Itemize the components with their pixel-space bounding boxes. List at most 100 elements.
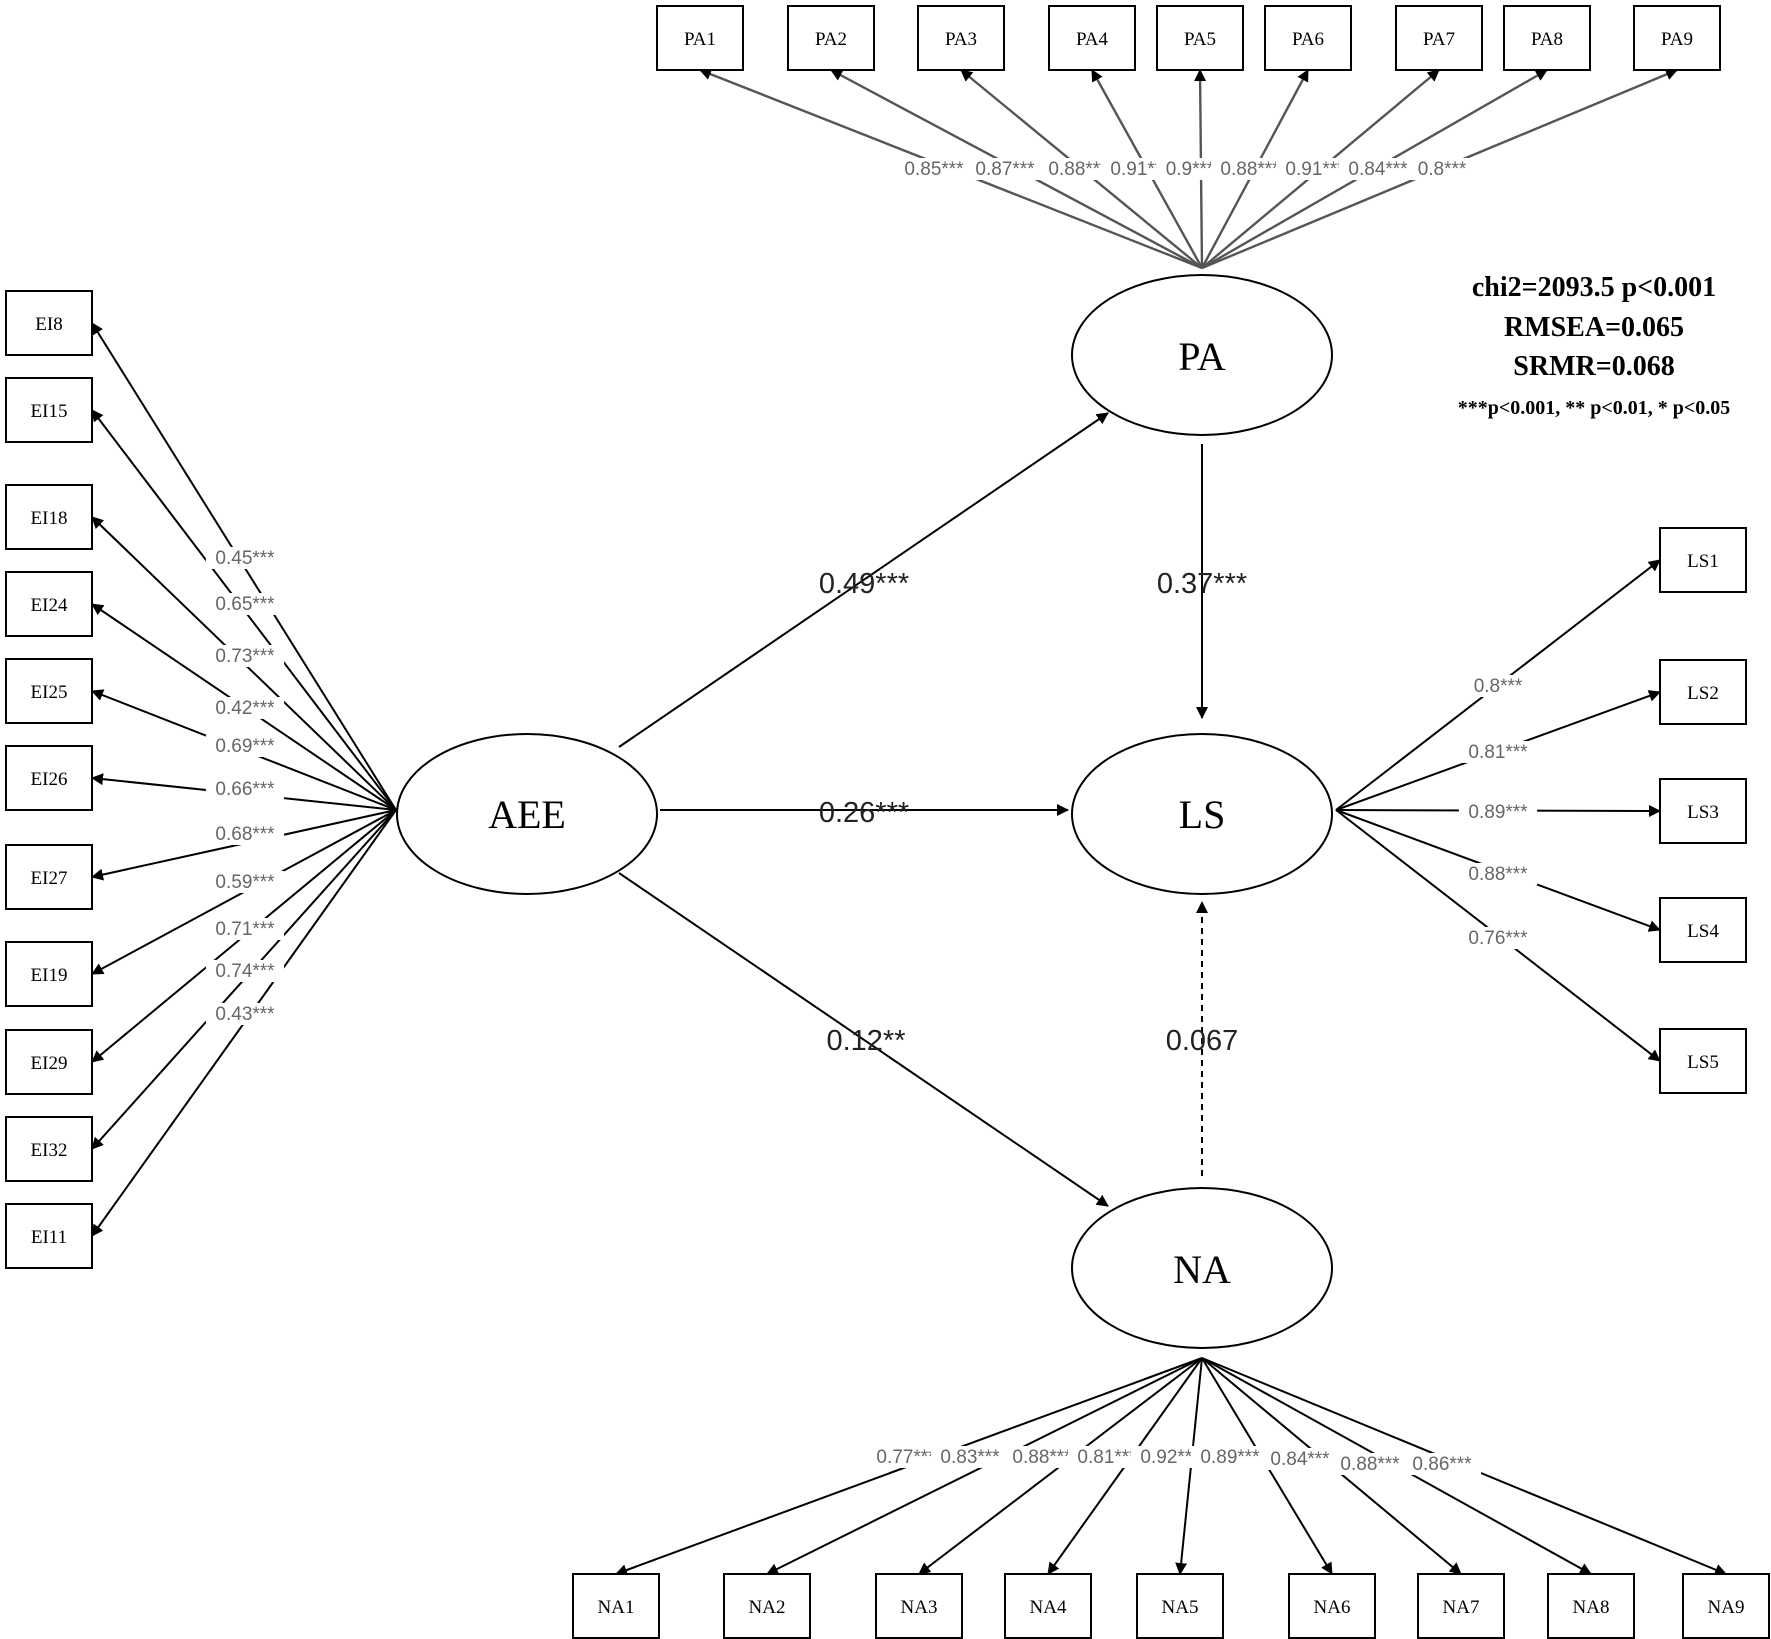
indicator-box-ei11 — [5, 1203, 93, 1269]
loading-label-ei25: 0.69*** — [215, 736, 275, 757]
loading-label-pa1: 0.85*** — [904, 159, 964, 180]
indicator-label-pa9: PA9 — [1661, 29, 1693, 50]
loading-label-bg — [205, 547, 285, 569]
loading-label-bg — [1458, 741, 1538, 763]
loading-label-na6: 0.89*** — [1200, 1447, 1260, 1468]
indicator-label-ei26: EI26 — [31, 769, 68, 790]
indicator-label-na9: NA9 — [1708, 1597, 1745, 1618]
indicator-label-pa3: PA3 — [945, 29, 977, 50]
loading-labels: 0.85***0.87***0.88***0.91***0.9***0.88**… — [205, 158, 1538, 1475]
loading-label-bg — [1190, 1446, 1270, 1468]
indicator-label-na5: NA5 — [1162, 1597, 1199, 1618]
loading-label-bg — [1458, 927, 1538, 949]
indicator-box-ei24 — [5, 571, 93, 637]
path-aee-na — [618, 872, 1109, 1207]
loading-label-ls2: 0.81*** — [1468, 742, 1528, 763]
indicator-box-ei26 — [5, 745, 93, 811]
indicator-box-pa7 — [1395, 5, 1483, 71]
indicator-box-pa3 — [917, 5, 1005, 71]
loading-label-bg — [866, 1446, 946, 1468]
loading-label-bg — [1458, 863, 1538, 885]
indicator-box-na4 — [1004, 1573, 1092, 1639]
loading-label-ls3: 0.89*** — [1468, 802, 1528, 823]
indicator-box-ei15 — [5, 377, 93, 443]
loading-label-bg — [205, 823, 285, 845]
loading-label-bg — [205, 871, 285, 893]
loading-label-bg — [205, 735, 285, 757]
fit-significance-note: ***p<0.001, ** p<0.01, * p<0.05 — [1458, 397, 1731, 419]
indicator-box-pa2 — [787, 5, 875, 71]
loading-label-ei32: 0.74*** — [215, 961, 275, 982]
loading-label-ls5: 0.76*** — [1468, 928, 1528, 949]
indicator-box-na9 — [1682, 1573, 1770, 1639]
indicator-label-na7: NA7 — [1443, 1597, 1480, 1618]
loading-label-ei11: 0.43*** — [215, 1004, 275, 1025]
latent-pa-label: PA — [1178, 334, 1226, 379]
path-label-aee-pa: 0.49*** — [819, 568, 909, 600]
indicator-box-ei25 — [5, 658, 93, 724]
indicator-box-pa8 — [1503, 5, 1591, 71]
indicator-label-na4: NA4 — [1030, 1597, 1067, 1618]
loading-label-bg — [1408, 158, 1476, 180]
loading-label-bg — [205, 1003, 285, 1025]
latent-na-label: NA — [1173, 1247, 1231, 1292]
indicator-box-na5 — [1136, 1573, 1224, 1639]
loading-label-pa7: 0.91*** — [1285, 159, 1345, 180]
loading-label-bg — [894, 158, 974, 180]
path-label-na-ls: 0.067 — [1166, 1025, 1239, 1057]
indicator-label-ei8: EI8 — [35, 314, 62, 335]
indicator-label-ls2: LS2 — [1687, 683, 1719, 704]
indicator-label-ei25: EI25 — [31, 682, 68, 703]
loading-label-bg — [1130, 1446, 1210, 1468]
indicator-label-pa6: PA6 — [1292, 29, 1324, 50]
loading-label-ei15: 0.65*** — [215, 594, 275, 615]
loading-label-bg — [1260, 1448, 1340, 1470]
loading-label-bg — [1038, 158, 1118, 180]
loading-label-bg — [965, 158, 1045, 180]
indicator-label-pa4: PA4 — [1076, 29, 1109, 50]
loading-label-bg — [1210, 158, 1290, 180]
loading-label-na8: 0.88*** — [1340, 1454, 1400, 1475]
loading-label-bg — [205, 645, 285, 667]
indicator-label-ei18: EI18 — [31, 508, 68, 529]
indicator-box-ls1 — [1659, 527, 1747, 593]
loading-label-pa9: 0.8*** — [1418, 159, 1467, 180]
indicator-box-ei18 — [5, 484, 93, 550]
indicator-box-na3 — [875, 1573, 963, 1639]
indicator-box-pa5 — [1156, 5, 1244, 71]
indicator-box-ei29 — [5, 1029, 93, 1095]
indicator-box-na8 — [1547, 1573, 1635, 1639]
indicator-box-ls5 — [1659, 1028, 1747, 1094]
indicator-box-na1 — [572, 1573, 660, 1639]
loading-label-ls4: 0.88*** — [1468, 864, 1528, 885]
indicator-box-na7 — [1417, 1573, 1505, 1639]
indicator-label-ls4: LS4 — [1687, 921, 1719, 942]
indicator-label-na3: NA3 — [901, 1597, 938, 1618]
loading-label-na1: 0.77*** — [876, 1447, 936, 1468]
loading-label-bg — [1464, 675, 1532, 697]
indicator-label-pa5: PA5 — [1184, 29, 1216, 50]
indicator-label-na8: NA8 — [1573, 1597, 1610, 1618]
latent-variables: AEE PA LS NA — [396, 274, 1333, 1349]
loading-label-na2: 0.83*** — [940, 1447, 1000, 1468]
loading-label-bg — [205, 697, 285, 719]
loading-label-bg — [205, 918, 285, 940]
indicator-label-na2: NA2 — [749, 1597, 786, 1618]
path-label-pa-ls: 0.37*** — [1157, 568, 1247, 600]
indicator-label-pa1: PA1 — [684, 29, 716, 50]
loading-label-bg — [205, 593, 285, 615]
latent-aee-label: AEE — [488, 792, 566, 837]
loading-label-na9: 0.86*** — [1412, 1454, 1472, 1475]
indicator-label-ei29: EI29 — [31, 1053, 68, 1074]
indicator-label-na1: NA1 — [598, 1597, 635, 1618]
indicator-box-ei32 — [5, 1116, 93, 1182]
loading-label-bg — [1275, 158, 1355, 180]
indicator-box-ls3 — [1659, 778, 1747, 844]
indicator-label-ei32: EI32 — [31, 1140, 68, 1161]
indicator-box-na2 — [723, 1573, 811, 1639]
indicator-box-pa4 — [1048, 5, 1136, 71]
path-aee-pa — [618, 412, 1109, 748]
loading-label-na3: 0.88*** — [1012, 1447, 1072, 1468]
fit-srmr: SRMR=0.068 — [1513, 351, 1674, 382]
